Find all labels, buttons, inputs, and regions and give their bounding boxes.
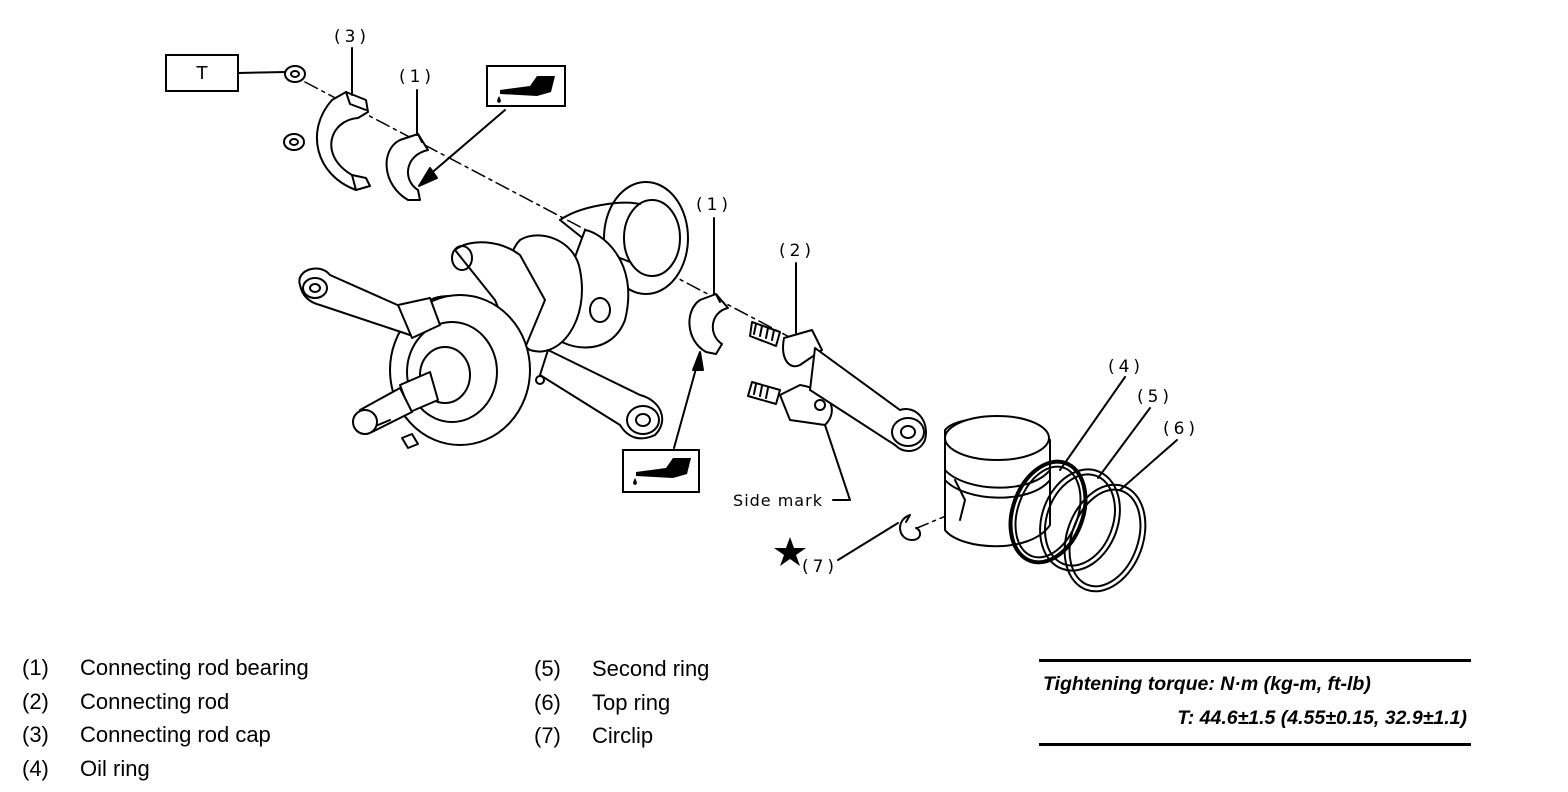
connecting-rod-cap (316, 91, 371, 191)
oil-arrow-top (418, 109, 506, 187)
legend-number: (4) (22, 755, 49, 781)
leader-c5 (1097, 407, 1151, 479)
legend-label: Connecting rod (80, 688, 230, 714)
callout-7: (7) (802, 557, 838, 577)
t-box-label: T (196, 63, 209, 84)
parts-legend-left: (1) Connecting rod bearing (2) Connectin… (22, 651, 309, 785)
callout-1-top: (1) (399, 67, 435, 87)
top-ring (1063, 483, 1147, 593)
legend-label: Circlip (592, 723, 654, 748)
legend-item: (7) Circlip (534, 719, 709, 753)
connecting-rod-assembled-left (298, 267, 441, 339)
top-ring-inner (1068, 488, 1142, 588)
oil-arrow-bottom (673, 351, 704, 449)
legend-number: (6) (534, 689, 561, 715)
leader-side-mark (819, 409, 851, 501)
legend-item: (2) Connecting rod (22, 685, 309, 719)
oil-ring (1008, 459, 1088, 565)
legend-item: (6) Top ring (534, 686, 709, 720)
legend-item: (4) Oil ring (22, 752, 309, 786)
t-box-leader (237, 71, 287, 74)
connecting-rod (747, 321, 927, 452)
connecting-rod-bearing-lower (688, 293, 729, 355)
t-box (165, 54, 239, 92)
legend-label: Connecting rod cap (80, 722, 271, 747)
circlip (899, 514, 922, 541)
piston (944, 415, 1051, 548)
leader-c6 (1119, 439, 1178, 491)
legend-number: (2) (22, 688, 49, 714)
torque-value: T: 44.6±1.5 (4.55±0.15, 32.9±1.1) (1177, 707, 1467, 729)
connecting-rod-assembled-right (539, 349, 664, 440)
callout-6: (6) (1163, 419, 1199, 439)
legend-item: (3) Connecting rod cap (22, 718, 309, 752)
side-mark-label: Side mark (733, 491, 823, 510)
legend-number: (3) (22, 722, 49, 747)
oil-can-icon (486, 65, 566, 107)
legend-number: (5) (534, 656, 561, 681)
legend-label: Second ring (592, 656, 710, 681)
legend-label: Oil ring (80, 755, 150, 781)
callout-4: (4) (1108, 357, 1144, 377)
connecting-rod-bearing-upper (385, 133, 429, 201)
legend-number: (1) (22, 655, 49, 680)
star-icon (774, 537, 806, 566)
callout-1-mid: (1) (696, 195, 732, 215)
callout-5: (5) (1137, 387, 1173, 407)
exploded-parts-diagram: T (3) (1) (1) (2) (4) (5) (6) (7) Side m… (165, 27, 1199, 593)
oil-can-icon (622, 449, 700, 493)
parts-legend-right: (5) Second ring (6) Top ring (7) Circlip (534, 652, 709, 753)
second-ring (1039, 468, 1121, 572)
leader-c7 (837, 522, 899, 561)
tightening-torque-box: Tightening torque: N·m (kg-m, ft-lb) T: … (1039, 659, 1471, 746)
legend-number: (7) (534, 723, 561, 748)
callout-3: (3) (334, 27, 370, 47)
cap-nut-upper (284, 65, 306, 83)
leader-c4 (1059, 376, 1126, 471)
legend-item: (1) Connecting rod bearing (22, 651, 309, 685)
cap-nut-lower (283, 133, 305, 151)
legend-label: Top ring (592, 689, 671, 715)
crankshaft (352, 181, 689, 449)
callout-2: (2) (779, 241, 815, 261)
legend-label: Connecting rod bearing (80, 655, 309, 680)
second-ring-inner (1044, 473, 1116, 567)
torque-heading: Tightening torque: N·m (kg-m, ft-lb) (1043, 673, 1371, 695)
legend-item: (5) Second ring (534, 652, 709, 686)
